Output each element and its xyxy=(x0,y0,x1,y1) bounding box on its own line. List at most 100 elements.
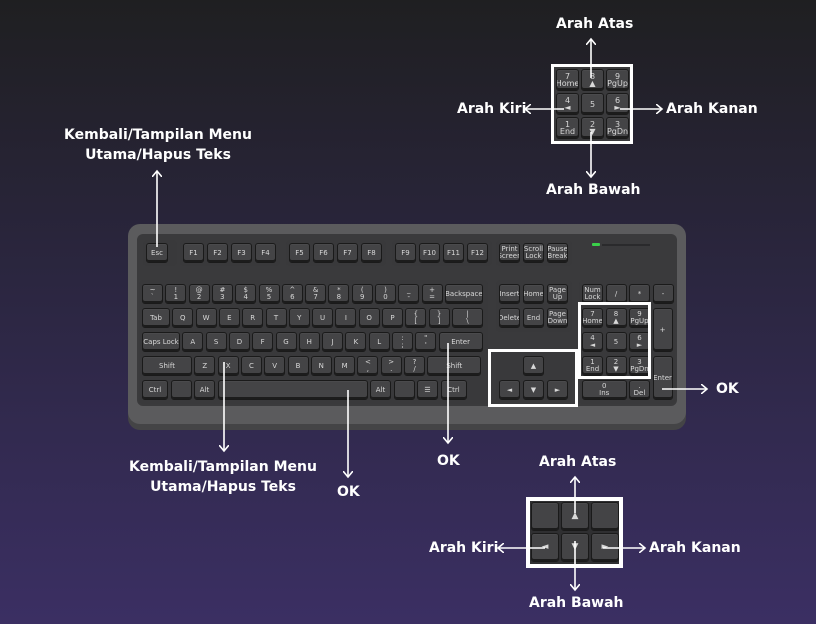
key-tab-row-3[interactable]: E xyxy=(218,308,240,328)
key-tab-row-13[interactable]: | \ xyxy=(451,308,483,328)
key-number-row-8[interactable]: * 8 xyxy=(328,284,350,304)
key-shift-row-10[interactable]: ? / xyxy=(404,356,425,376)
key-tab-row-12[interactable]: } ] xyxy=(428,308,450,328)
key-arrow-down[interactable]: ▼ xyxy=(523,380,544,400)
key-arrow-left[interactable]: ◄ xyxy=(499,380,520,400)
numpad-zoom-key-5[interactable]: 5 xyxy=(581,93,604,115)
key-caps-row-0[interactable]: Caps Lock xyxy=(142,332,180,352)
key-shift-row-7[interactable]: M xyxy=(334,356,356,376)
key-tab-row-5[interactable]: T xyxy=(265,308,287,328)
key-caps-row-12[interactable]: Enter xyxy=(438,332,483,352)
key-tab-row-1[interactable]: Q xyxy=(172,308,194,328)
numpad-zoom-key-9[interactable]: 9 PgUp xyxy=(606,69,629,91)
key-shift-row-11[interactable]: Shift xyxy=(427,356,482,376)
key-bottom-row-4[interactable]: Alt xyxy=(370,380,391,400)
key-numpad-r1-3[interactable]: - xyxy=(652,284,674,304)
key-nav-2[interactable]: Page Up xyxy=(547,284,568,304)
key-shift-row-8[interactable]: < , xyxy=(357,356,379,376)
key-shift-row-6[interactable]: N xyxy=(310,356,332,376)
key-numpad-r2-0[interactable]: 7 Home xyxy=(582,308,603,328)
arrow-zoom-key-blank-left[interactable] xyxy=(531,502,559,531)
key-caps-row-1[interactable]: A xyxy=(182,332,204,352)
key-tab-row-11[interactable]: { [ xyxy=(405,308,427,328)
key-tab-row-7[interactable]: U xyxy=(312,308,334,328)
key-number-row-6[interactable]: ^ 6 xyxy=(281,284,303,304)
key-system-0[interactable]: Print Screen xyxy=(499,243,520,263)
key-nav-3[interactable]: Delete xyxy=(499,308,520,328)
key-numpad-dot[interactable]: . Del xyxy=(629,380,650,400)
key-number-row-12[interactable]: + = xyxy=(421,284,443,304)
key-number-row-4[interactable]: $ 4 xyxy=(235,284,257,304)
numpad-zoom-key-3[interactable]: 3 PgDn xyxy=(606,117,629,139)
key-caps-row-4[interactable]: F xyxy=(252,332,274,352)
key-caps-row-11[interactable]: " ' xyxy=(415,332,437,352)
key-numpad-plus[interactable]: + xyxy=(652,308,673,352)
key-shift-row-2[interactable]: X xyxy=(217,356,239,376)
key-f11[interactable]: F11 xyxy=(443,243,464,263)
key-f9[interactable]: F9 xyxy=(395,243,416,263)
key-number-row-13[interactable]: Backspace xyxy=(444,284,483,304)
key-tab-row-6[interactable]: Y xyxy=(288,308,310,328)
key-numpad-r4-0[interactable]: 1 End xyxy=(582,356,603,376)
key-number-row-10[interactable]: ) 0 xyxy=(375,284,396,304)
key-bottom-row-1[interactable] xyxy=(170,380,192,400)
key-caps-row-6[interactable]: H xyxy=(298,332,320,352)
numpad-zoom-key-1[interactable]: 1 End xyxy=(556,117,579,139)
key-bottom-row-5[interactable] xyxy=(393,380,415,400)
key-number-row-7[interactable]: & 7 xyxy=(305,284,327,304)
key-shift-row-4[interactable]: V xyxy=(264,356,286,376)
key-f1[interactable]: F1 xyxy=(183,243,204,263)
key-shift-row-0[interactable]: Shift xyxy=(142,356,192,376)
key-numpad-zero[interactable]: 0 Ins xyxy=(582,380,627,400)
key-shift-row-1[interactable]: Z xyxy=(194,356,216,376)
key-f4[interactable]: F4 xyxy=(255,243,276,263)
key-numpad-r3-0[interactable]: 4 ◄ xyxy=(582,332,603,352)
key-nav-0[interactable]: Insert xyxy=(499,284,520,304)
key-numpad-r4-1[interactable]: 2 ▼ xyxy=(605,356,627,376)
key-numpad-r3-1[interactable]: 5 xyxy=(605,332,627,352)
key-tab-row-4[interactable]: R xyxy=(242,308,264,328)
key-bottom-row-6[interactable]: ☰ xyxy=(417,380,438,400)
key-f10[interactable]: F10 xyxy=(419,243,440,263)
key-esc[interactable]: Esc xyxy=(146,243,168,263)
key-tab-row-9[interactable]: O xyxy=(358,308,380,328)
key-tab-row-8[interactable]: I xyxy=(335,308,357,328)
key-number-row-11[interactable]: _ - xyxy=(398,284,420,304)
key-caps-row-2[interactable]: S xyxy=(205,332,227,352)
key-bottom-row-7[interactable]: Ctrl xyxy=(440,380,467,400)
key-number-row-1[interactable]: ! 1 xyxy=(165,284,187,304)
key-tab-row-0[interactable]: Tab xyxy=(142,308,170,328)
key-caps-row-3[interactable]: D xyxy=(228,332,250,352)
key-arrow-right[interactable]: ► xyxy=(547,380,568,400)
key-number-row-2[interactable]: @ 2 xyxy=(188,284,210,304)
numpad-zoom-key-2[interactable]: 2 ▼ xyxy=(581,117,604,139)
key-tab-row-10[interactable]: P xyxy=(382,308,403,328)
key-caps-row-9[interactable]: L xyxy=(368,332,390,352)
key-bottom-row-0[interactable]: Ctrl xyxy=(142,380,168,400)
key-tab-row-2[interactable]: W xyxy=(195,308,217,328)
key-shift-row-9[interactable]: > . xyxy=(380,356,402,376)
key-number-row-3[interactable]: # 3 xyxy=(211,284,233,304)
key-system-2[interactable]: Pause Break xyxy=(547,243,568,263)
key-caps-row-7[interactable]: J xyxy=(322,332,344,352)
key-number-row-9[interactable]: ( 9 xyxy=(351,284,373,304)
key-f12[interactable]: F12 xyxy=(467,243,488,263)
key-nav-1[interactable]: Home xyxy=(523,284,544,304)
key-system-1[interactable]: Scroll Lock xyxy=(523,243,544,263)
key-number-row-5[interactable]: % 5 xyxy=(258,284,280,304)
key-f6[interactable]: F6 xyxy=(313,243,334,263)
key-nav-4[interactable]: End xyxy=(523,308,544,328)
key-f8[interactable]: F8 xyxy=(361,243,382,263)
key-arrow-up[interactable]: ▲ xyxy=(523,356,544,376)
key-caps-row-10[interactable]: : ; xyxy=(392,332,413,352)
numpad-zoom-key-8[interactable]: 8 ▲ xyxy=(581,69,604,91)
numpad-zoom-key-7[interactable]: 7 Home xyxy=(556,69,579,91)
key-f7[interactable]: F7 xyxy=(337,243,358,263)
key-number-row-0[interactable]: ~ ` xyxy=(142,284,163,304)
key-f5[interactable]: F5 xyxy=(289,243,310,263)
arrow-zoom-key-blank-right[interactable] xyxy=(591,502,619,531)
key-shift-row-5[interactable]: B xyxy=(287,356,309,376)
key-shift-row-3[interactable]: C xyxy=(240,356,262,376)
key-nav-5[interactable]: Page Down xyxy=(547,308,568,328)
key-caps-row-8[interactable]: K xyxy=(345,332,367,352)
